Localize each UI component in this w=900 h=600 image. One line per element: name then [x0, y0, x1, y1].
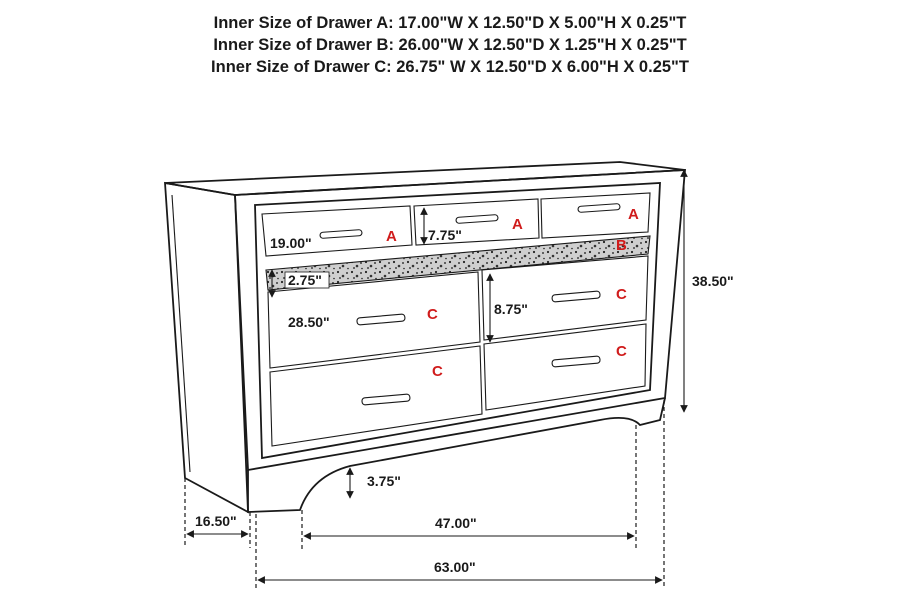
spec-drawer-b: Inner Size of Drawer B: 26.00"W X 12.50"… — [213, 36, 687, 54]
drawer-a-middle — [413, 198, 540, 246]
drawer-handles — [319, 203, 621, 406]
label-b: B — [616, 237, 627, 254]
dim-leg-height-text: 3.75" — [367, 473, 401, 489]
dresser-top — [164, 161, 686, 196]
drawer-b-strip — [265, 235, 651, 291]
front-frame-inner — [254, 182, 661, 460]
dim-drawer-c-width: 28.50" — [288, 314, 330, 330]
label-c-upper-right: C — [616, 286, 627, 303]
spec-drawer-a: Inner Size of Drawer A: 17.00"W X 12.50"… — [213, 14, 687, 32]
spec-drawer-c: Inner Size of Drawer C: 26.75" W X 12.50… — [211, 58, 689, 76]
label-c-upper-left: C — [427, 306, 438, 323]
dim-total-width-text: 63.00" — [434, 559, 476, 575]
dim-drawer-c-height: 8.75" — [494, 301, 528, 317]
label-a-left: A — [386, 228, 397, 245]
drawer-c-upper-left — [267, 271, 481, 369]
dresser-body — [164, 161, 686, 514]
dim-drawer-b-height: 2.75" — [288, 272, 322, 288]
dim-drawer-a-width: 19.00" — [270, 235, 312, 251]
drawer-labels: A A A B C C C C — [386, 206, 639, 380]
drawer-a-right — [540, 192, 651, 239]
dim-leg-height: 3.75" — [346, 467, 401, 499]
inner-dimensions: 7.75" 19.00" 2.75" 28.50" 8.75" — [268, 207, 528, 343]
drawer-a-left — [261, 205, 413, 257]
drawer-c-lower-right — [483, 323, 647, 411]
drawer-c-upper-right — [481, 255, 649, 341]
dim-inner-width-text: 47.00" — [435, 515, 477, 531]
label-c-lower-right: C — [616, 343, 627, 360]
dim-drawer-a-height: 7.75" — [428, 227, 462, 243]
dim-depth-text: 16.50" — [195, 513, 237, 529]
dim-total-width: 63.00" — [255, 400, 665, 588]
dresser-side — [164, 181, 249, 514]
label-c-lower-left: C — [432, 363, 443, 380]
drawer-c-lower-left — [269, 345, 483, 447]
dim-overall-height: 38.50" — [680, 169, 734, 413]
label-a-right: A — [628, 206, 639, 223]
dresser-plinth — [247, 397, 666, 513]
drawer-specs: Inner Size of Drawer A: 17.00"W X 12.50"… — [0, 12, 900, 78]
dim-inner-width: 47.00" — [301, 425, 637, 550]
dim-depth: 16.50" — [184, 478, 251, 548]
label-a-middle: A — [512, 216, 523, 233]
dim-height-text: 38.50" — [692, 273, 734, 289]
